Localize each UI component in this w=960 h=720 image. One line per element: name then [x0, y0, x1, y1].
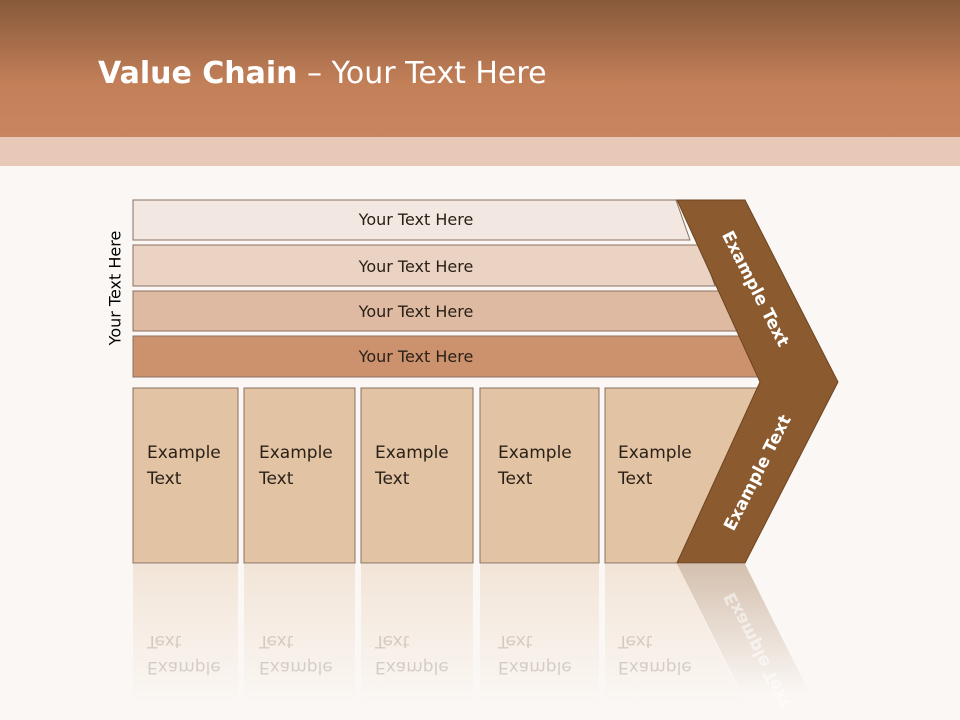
cell-shape-1 [132, 387, 239, 564]
cell-shape-2 [243, 387, 356, 564]
cell-label-5: Example Text [618, 443, 692, 489]
cell-label-reflection-2: Example Text [259, 631, 333, 677]
title-bold: Value Chain [98, 56, 298, 91]
chevron-reflection [677, 564, 810, 694]
cell-label-reflection-5: Example Text [618, 631, 692, 677]
chevron-shape [676, 199, 839, 564]
cell-label-reflection-1: Example Text [147, 631, 221, 677]
cell-label-2: Example Text [259, 443, 333, 489]
cell-shape-3 [360, 387, 474, 564]
row-shape-1 [132, 199, 691, 241]
row-label-3: Your Text Here [358, 302, 474, 321]
cell-reflection-5 [605, 564, 745, 704]
row-label-1: Your Text Here [358, 210, 474, 229]
row-label-2: Your Text Here [358, 257, 474, 276]
cell-reflection-4 [480, 564, 599, 704]
cell-label-3: Example Text [375, 443, 449, 489]
cell-reflection-1 [133, 564, 238, 704]
row-shape-2 [132, 244, 716, 287]
cell-label-reflection-4: Example Text [498, 631, 572, 677]
cell-label-4: Example Text [498, 443, 572, 489]
cell-shape-4 [479, 387, 600, 564]
cell-label-1: Example Text [147, 443, 221, 489]
header-bar [0, 0, 960, 137]
title-rest: – Your Text Here [297, 56, 547, 91]
cell-reflection-3 [361, 564, 473, 704]
slide-title: Value Chain – Your Text Here [98, 54, 547, 94]
row-label-4: Your Text Here [358, 347, 474, 366]
header-band [0, 137, 960, 166]
cell-reflection-2 [244, 564, 355, 704]
cell-label-reflection-3: Example Text [375, 631, 449, 677]
